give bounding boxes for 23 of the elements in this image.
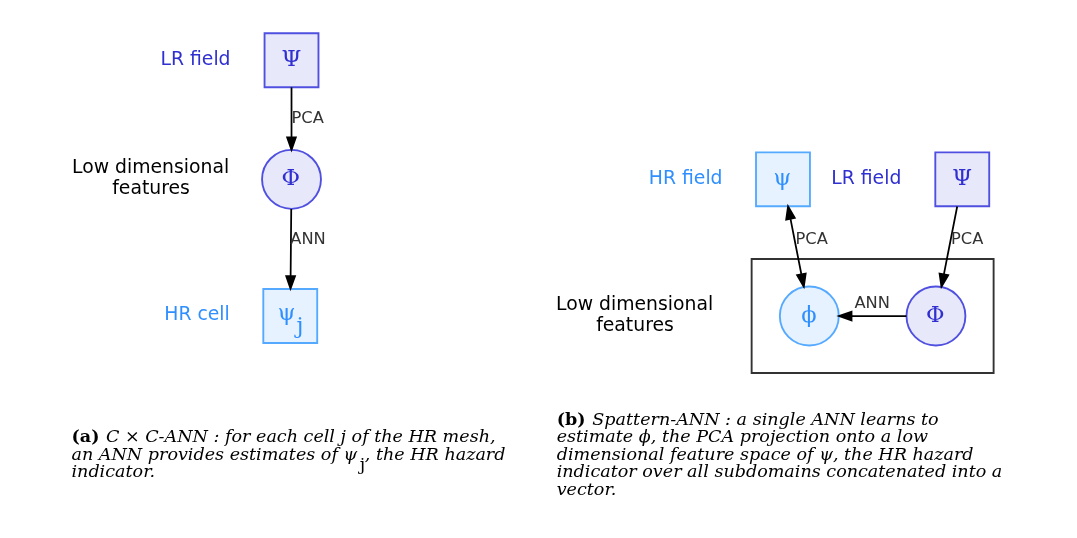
edge-label: PCA <box>795 229 828 249</box>
arrow <box>285 86 298 153</box>
node-label: HR cell <box>164 303 230 325</box>
node-label: Low dimensional features <box>72 156 230 199</box>
label: (b) Spattern-ANN : a single ANN learns to estimate ϕ, the PCA projection onto a low dimensional feature space of ψ, the HR hazard indicator over all subdomains concatenated into a vector. <box>556 408 1003 499</box>
node-label: LR field <box>831 166 902 188</box>
edge-label: ANN <box>854 292 890 312</box>
node-box: Ψ <box>263 32 320 89</box>
node-circle: ϕ <box>778 285 840 347</box>
arrow <box>785 203 807 290</box>
node-label: Low dimensional features <box>556 292 714 336</box>
node-circle: Φ <box>261 148 322 210</box>
node-box: ψ <box>755 151 811 208</box>
node-circle: Φ <box>905 285 967 347</box>
edge-label: PCA <box>950 229 984 249</box>
edge-label: PCA <box>291 107 324 127</box>
cluster <box>750 258 995 374</box>
node-label: HR field <box>648 166 723 188</box>
node-label: LR field <box>160 47 231 69</box>
arrow <box>285 208 297 292</box>
arrow <box>938 205 959 290</box>
node-box: Ψ <box>934 151 991 208</box>
arrow <box>836 310 908 322</box>
